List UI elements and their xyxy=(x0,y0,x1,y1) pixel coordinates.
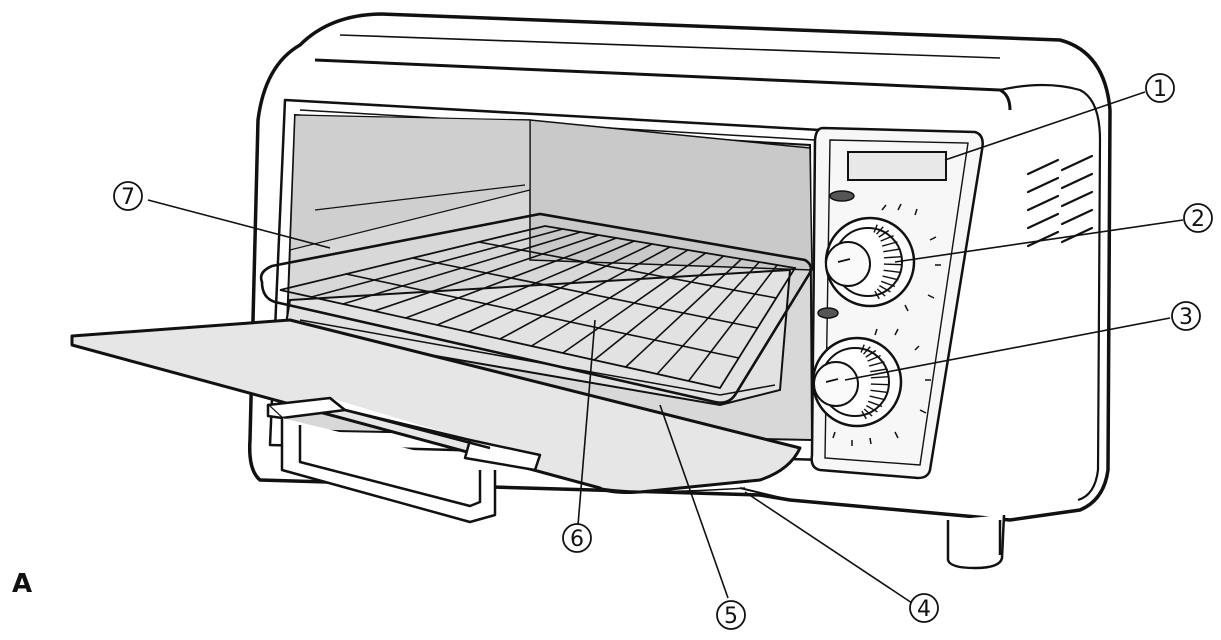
vent-slot xyxy=(1060,208,1094,226)
rack-crossbar xyxy=(412,257,758,329)
rack-crossbar xyxy=(346,273,739,359)
callout-6-label: 6 xyxy=(570,527,584,552)
knob-ridge xyxy=(870,368,888,373)
knob-ridge xyxy=(880,234,894,242)
leader-lines xyxy=(147,91,1184,604)
knob-ridge xyxy=(862,346,871,355)
knob-ridge xyxy=(867,400,883,408)
callout-7-label: 7 xyxy=(121,185,135,210)
door-handle xyxy=(266,396,542,524)
vent-slot xyxy=(1026,194,1060,212)
vent-slot xyxy=(1060,190,1094,208)
knob-ridge xyxy=(883,256,902,259)
knob-ridge xyxy=(879,285,891,293)
knob-ridge xyxy=(860,344,865,353)
callout-5: 5 xyxy=(716,600,746,630)
callout-3: 3 xyxy=(1171,301,1201,331)
knob-ridge xyxy=(883,269,901,274)
knob-ridge xyxy=(881,241,898,247)
callout-6: 6 xyxy=(562,523,592,553)
display-window xyxy=(847,151,947,181)
knob-ridge xyxy=(869,395,886,401)
vent-slot xyxy=(1060,154,1094,172)
wire-rack xyxy=(259,212,813,404)
knob-ridge xyxy=(863,408,873,417)
callout-4: 4 xyxy=(909,593,939,623)
knob-ridge xyxy=(875,226,884,235)
knob-ridge xyxy=(878,229,890,238)
knob-ridge xyxy=(868,361,885,367)
leader-line-5 xyxy=(659,404,729,599)
leader-line-3 xyxy=(844,317,1171,381)
knob-ridge xyxy=(870,376,889,379)
side-vents xyxy=(1026,154,1094,248)
rack-crossbar xyxy=(478,241,777,299)
knob-ridge xyxy=(876,288,886,297)
knob-ridge xyxy=(867,354,881,362)
figure-label: A xyxy=(12,569,32,599)
leader-line-7 xyxy=(147,199,331,249)
knob-ridge xyxy=(870,389,888,394)
callout-1: 1 xyxy=(1145,73,1175,103)
knob-ridge xyxy=(882,275,899,281)
leader-line-6 xyxy=(577,319,596,526)
knob-ridge xyxy=(866,405,878,413)
leader-line-2 xyxy=(894,219,1184,263)
knob-ridge xyxy=(865,349,877,358)
knob-ridge xyxy=(861,410,867,420)
leader-line-1 xyxy=(944,91,1146,161)
callout-1-label: 1 xyxy=(1153,77,1167,102)
callout-4-label: 4 xyxy=(917,597,931,622)
vent-slot xyxy=(1060,172,1094,190)
callout-7: 7 xyxy=(113,181,143,211)
oven-door xyxy=(70,318,802,501)
callout-2: 2 xyxy=(1183,203,1213,233)
callout-3-label: 3 xyxy=(1179,305,1193,330)
vent-slot xyxy=(1026,158,1060,176)
leader-line-4 xyxy=(744,491,913,604)
vent-slot xyxy=(1026,230,1060,248)
knob-ridge xyxy=(883,248,901,253)
knob-ridge xyxy=(880,280,896,288)
control-panel xyxy=(810,126,984,480)
knob-ridge xyxy=(874,290,880,300)
temperature-knob xyxy=(824,216,916,308)
vent-slot xyxy=(1026,176,1060,194)
vent-slot xyxy=(1026,212,1060,230)
oven-foot xyxy=(946,514,1006,570)
knob-ridge xyxy=(870,383,889,386)
callout-5-label: 5 xyxy=(724,604,738,629)
knob-ridge xyxy=(873,224,878,233)
callout-2-label: 2 xyxy=(1191,207,1205,232)
knob-ridge xyxy=(883,263,902,266)
timer-knob xyxy=(811,336,903,428)
rack-wires xyxy=(311,228,778,382)
